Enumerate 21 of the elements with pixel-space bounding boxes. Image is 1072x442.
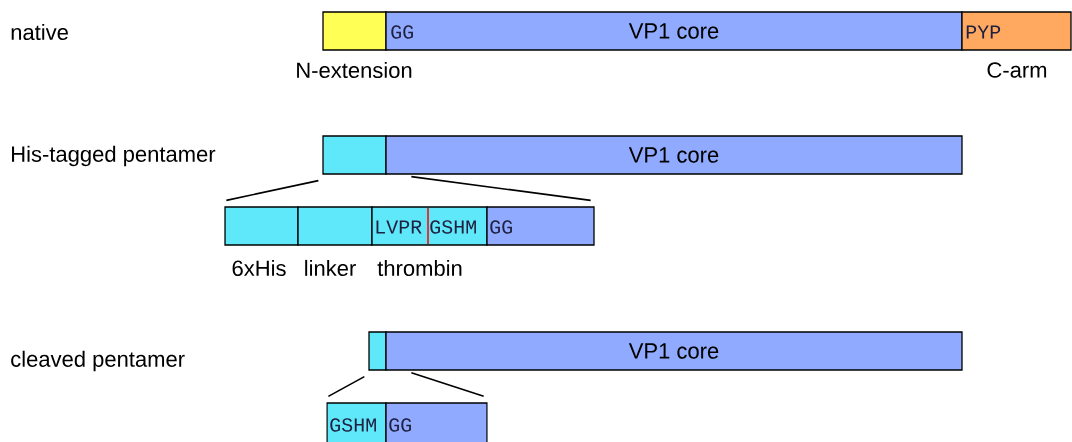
segment-label: linker bbox=[305, 259, 356, 277]
segment-label: C-arm bbox=[987, 62, 1047, 78]
segment-label: N-extension bbox=[297, 61, 412, 79]
segment-box: GG bbox=[486, 206, 595, 246]
segment-label: 6xHis bbox=[232, 259, 286, 277]
zoom-line bbox=[410, 175, 592, 202]
zoom-line bbox=[327, 375, 366, 398]
zoom-line bbox=[410, 371, 485, 398]
row-label: native bbox=[11, 23, 68, 41]
row-label: cleaved pentamer bbox=[11, 350, 185, 372]
segment-box: GG VP1 core bbox=[385, 11, 963, 51]
segment-box: GG bbox=[385, 402, 488, 442]
row-label: His-tagged pentamer bbox=[12, 145, 216, 167]
segment-box: GSHM bbox=[326, 402, 387, 442]
segment-box: LVPR GSHM bbox=[371, 206, 488, 246]
segment-box bbox=[322, 135, 387, 175]
zoom-line bbox=[225, 179, 320, 202]
segment-label: thrombin bbox=[377, 259, 462, 277]
segment-box: VP1 core bbox=[385, 135, 963, 175]
segment-box: VP1 core bbox=[385, 331, 963, 371]
segment-box: PYP bbox=[961, 11, 1072, 51]
